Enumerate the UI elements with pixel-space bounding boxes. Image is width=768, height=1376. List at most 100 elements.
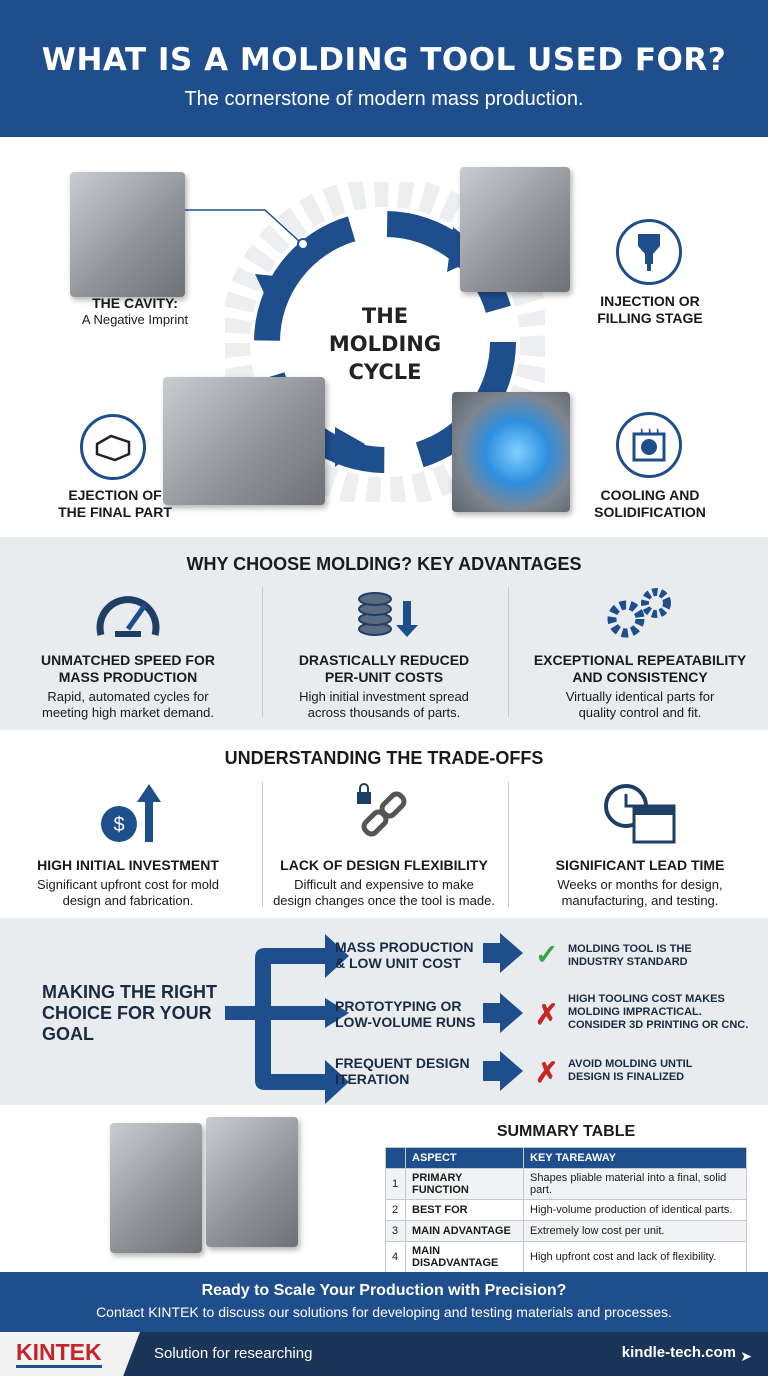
cycle-center-label: THE MOLDING CYCLE	[310, 302, 460, 386]
svg-text:$: $	[113, 814, 124, 836]
advantage-title: MASS PRODUCTION	[58, 669, 198, 685]
cycle-center-line: MOLDING	[328, 332, 442, 356]
goal-line: FREQUENT DESIGN	[335, 1055, 470, 1071]
cycle-center-line: THE	[361, 304, 409, 328]
cta-title: Ready to Scale Your Production with Prec…	[201, 1282, 567, 1299]
cycle-center-line: CYCLE	[348, 360, 422, 384]
cursor-icon: ➤	[740, 1348, 752, 1364]
open-mold-image-left	[110, 1123, 202, 1253]
result-line: DESIGN IS FINALIZED	[568, 1071, 685, 1083]
cycle-arrowhead	[335, 427, 365, 467]
goal-line: & LOW UNIT COST	[335, 955, 461, 971]
page-subtitle: The cornerstone of modern mass productio…	[184, 88, 584, 110]
divider	[262, 587, 263, 717]
page-title: WHAT IS A MOLDING TOOL USED FOR?	[41, 42, 727, 78]
choice-title-line: GOAL	[42, 1024, 94, 1044]
cta-banner: Ready to Scale Your Production with Prec…	[0, 1272, 768, 1332]
divider	[508, 587, 509, 717]
callout-line	[185, 209, 309, 250]
decision-arrows	[225, 933, 523, 1104]
summary-title: SUMMARY TABLE	[496, 1123, 636, 1140]
tradeoffs-title: UNDERSTANDING THE TRADE-OFFS	[224, 748, 544, 768]
table-header: KEY TAREAWAY	[523, 1147, 747, 1169]
advantage-desc: across thousands of parts.	[307, 705, 461, 720]
goal-line: ITERATION	[335, 1071, 410, 1087]
result-line: MOLDING TOOL IS THE	[568, 943, 692, 955]
tradeoff-desc: Difficult and expensive to make	[294, 877, 474, 892]
row-number: 3	[385, 1220, 406, 1242]
dollar-up-icon: $	[101, 784, 161, 842]
tradeoff-lead-time: SIGNIFICANT LEAD TIME Weeks or months fo…	[512, 780, 768, 909]
cross-icon: ✗	[535, 999, 559, 1030]
tradeoff-desc: design and fabrication.	[62, 893, 194, 908]
divider	[508, 782, 509, 907]
advantage-desc: Rapid, automated cycles for	[47, 689, 209, 704]
result-line: INDUSTRY STANDARD	[568, 956, 688, 968]
tradeoff-investment: $ HIGH INITIAL INVESTMENT Significant up…	[0, 780, 256, 909]
cavity-mold-image	[70, 172, 185, 297]
result-line: CONSIDER 3D PRINTING OR CNC.	[568, 1019, 749, 1031]
stage-label-line: SOLIDIFICATION	[594, 504, 706, 520]
logo-panel	[0, 1332, 140, 1376]
advantage-title: UNMATCHED SPEED FOR	[41, 652, 215, 668]
open-mold-image-right	[206, 1117, 298, 1247]
goal-line: MASS PRODUCTION	[335, 939, 474, 955]
stage-label-line: THE FINAL PART	[58, 504, 172, 520]
cavity-title: THE CAVITY:	[92, 295, 178, 311]
locked-chain-icon	[357, 783, 407, 837]
advantage-title: DRASTICALLY REDUCED	[298, 652, 470, 668]
advantage-title: AND CONSISTENCY	[572, 669, 708, 685]
footer-url-link[interactable]: kindle-tech.com	[621, 1344, 736, 1361]
cycle-arrow-ring	[254, 211, 516, 473]
stage-label-line: EJECTION OF	[68, 487, 162, 503]
result-line: AVOID MOLDING UNTIL	[568, 1058, 693, 1070]
tradeoff-flexibility: LACK OF DESIGN FLEXIBILITY Difficult and…	[256, 780, 512, 909]
tradeoff-desc: Significant upfront cost for mold	[36, 877, 220, 892]
tradeoff-desc: Weeks or months for design,	[557, 877, 723, 892]
injection-nozzle-icon	[616, 219, 682, 285]
row-aspect: BEST FOR	[405, 1199, 524, 1221]
stage-label-line: FILLING STAGE	[597, 310, 703, 326]
advantages-section: WHY CHOOSE MOLDING? KEY ADVANTAGES UNMAT…	[0, 537, 768, 730]
advantages-title: WHY CHOOSE MOLDING? KEY ADVANTAGES	[186, 554, 582, 574]
stage-label-line: INJECTION OR	[600, 293, 700, 309]
tradeoffs-section: UNDERSTANDING THE TRADE-OFFS $ HIGH INIT…	[0, 730, 768, 918]
goal-line: LOW-VOLUME RUNS	[335, 1014, 476, 1030]
advantage-desc: Virtually identical parts for	[565, 689, 715, 704]
row-aspect: PRIMARY FUNCTION	[405, 1168, 524, 1200]
cavity-label: THE CAVITY: A Negative Imprint	[55, 295, 215, 327]
clock-calendar-icon	[604, 784, 676, 844]
table-header: ASPECT	[405, 1147, 524, 1169]
injection-mold-image	[460, 167, 570, 292]
check-icon: ✓	[535, 939, 559, 970]
goal-line: PROTOTYPING OR	[335, 998, 462, 1014]
tradeoff-title: LACK OF DESIGN FLEXIBILITY	[280, 857, 488, 873]
cross-icon: ✗	[535, 1057, 559, 1088]
result-line: MOLDING IMPRACTICAL.	[568, 1006, 702, 1018]
stage-label-line: COOLING AND	[600, 487, 700, 503]
tradeoff-title: HIGH INITIAL INVESTMENT	[37, 857, 219, 873]
footer-tagline: Solution for researching	[154, 1345, 313, 1362]
coins-down-icon	[358, 592, 418, 637]
row-number: 2	[385, 1199, 406, 1221]
row-takeaway: High upfront cost and lack of flexibilit…	[523, 1241, 747, 1273]
molded-part-icon	[80, 414, 146, 480]
choice-title-line: MAKING THE RIGHT	[42, 982, 217, 1002]
cooling-mold-image	[452, 392, 570, 512]
row-number: 4	[385, 1241, 406, 1273]
